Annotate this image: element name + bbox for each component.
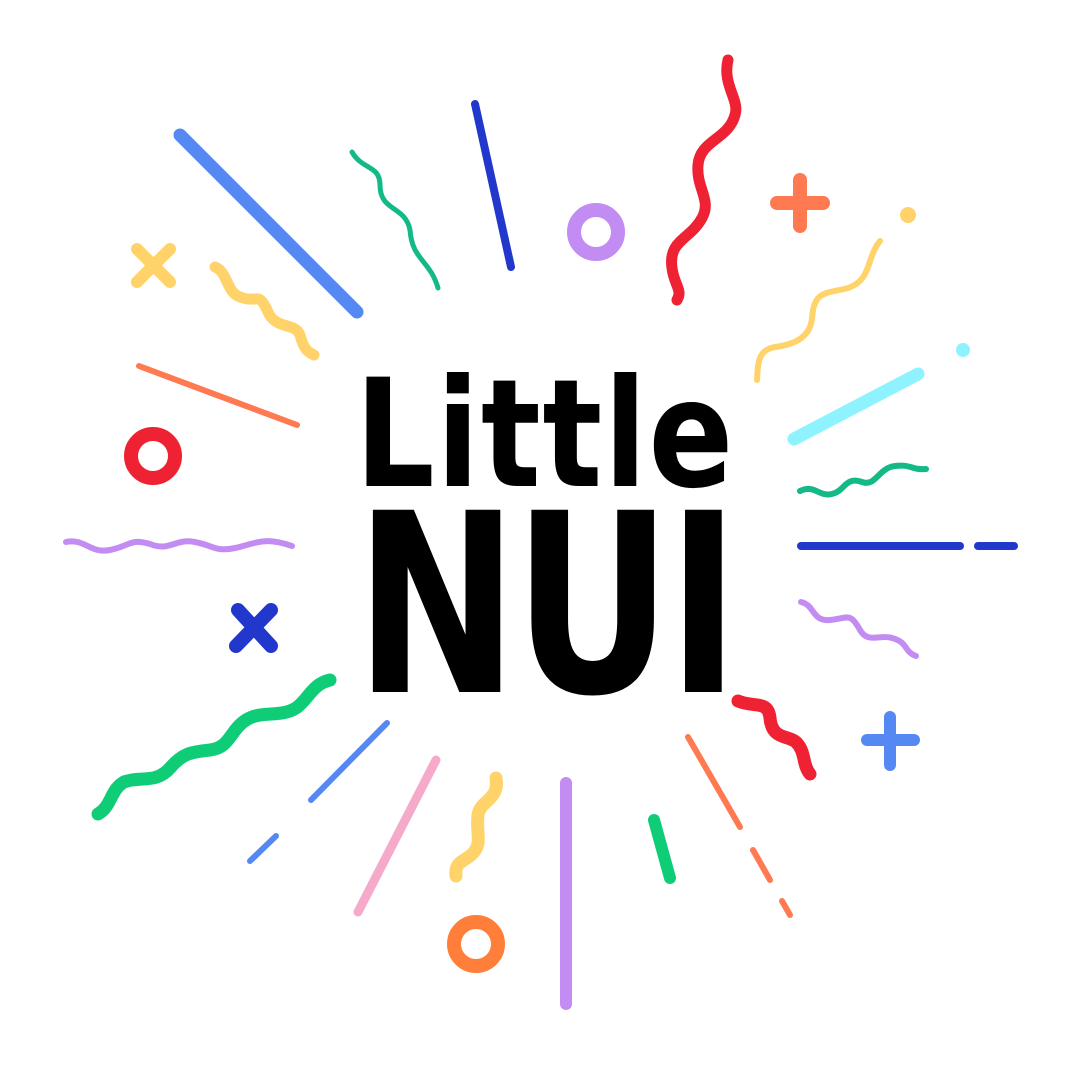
ray-blue-top-left bbox=[173, 128, 364, 319]
plus-orange-top-right bbox=[770, 173, 830, 233]
ring-orange-bottom bbox=[447, 915, 505, 973]
squiggle-yellow-bottom bbox=[449, 771, 503, 883]
squiggle-red-top-right bbox=[666, 54, 742, 306]
cross-yellow-left bbox=[131, 243, 176, 288]
ray-darkblue-top bbox=[471, 100, 515, 271]
ring-red-left bbox=[124, 427, 182, 485]
logo-wordmark: Little NUI bbox=[355, 348, 741, 751]
ray-orange-bottom-right-mid bbox=[750, 847, 773, 883]
ray-cyan-right bbox=[787, 367, 925, 446]
ray-green-bottom bbox=[648, 814, 676, 884]
confetti-burst bbox=[63, 54, 1018, 1010]
squiggle-green-top bbox=[349, 149, 441, 291]
logo-word-nui: NUI bbox=[355, 460, 735, 751]
ray-orange-bottom-right-short bbox=[779, 898, 793, 918]
squiggle-purple-right bbox=[798, 599, 919, 659]
squiggle-yellow-left bbox=[209, 261, 320, 361]
ray-pink-bottom bbox=[353, 755, 441, 917]
ring-purple-top bbox=[567, 203, 625, 261]
dot-yellow-top-right bbox=[900, 207, 916, 223]
cross-darkblue-left bbox=[229, 603, 278, 653]
dot-cyan-right bbox=[956, 343, 970, 357]
logo-word-little: Little bbox=[355, 348, 735, 522]
squiggle-green-bottom-left bbox=[91, 673, 337, 821]
squiggle-red-bottom-right bbox=[731, 694, 817, 781]
squiggle-yellow-right bbox=[754, 238, 883, 383]
plus-blue-bottom-right bbox=[861, 711, 920, 771]
ray-orange-bottom-right-long bbox=[685, 734, 743, 830]
ray-blue-bottom-left bbox=[308, 720, 390, 803]
squiggle-purple-left bbox=[63, 538, 295, 554]
ray-orange-left bbox=[136, 363, 300, 428]
squiggle-green-right bbox=[797, 462, 929, 498]
ray-blue-bottom-left-short bbox=[247, 833, 279, 864]
